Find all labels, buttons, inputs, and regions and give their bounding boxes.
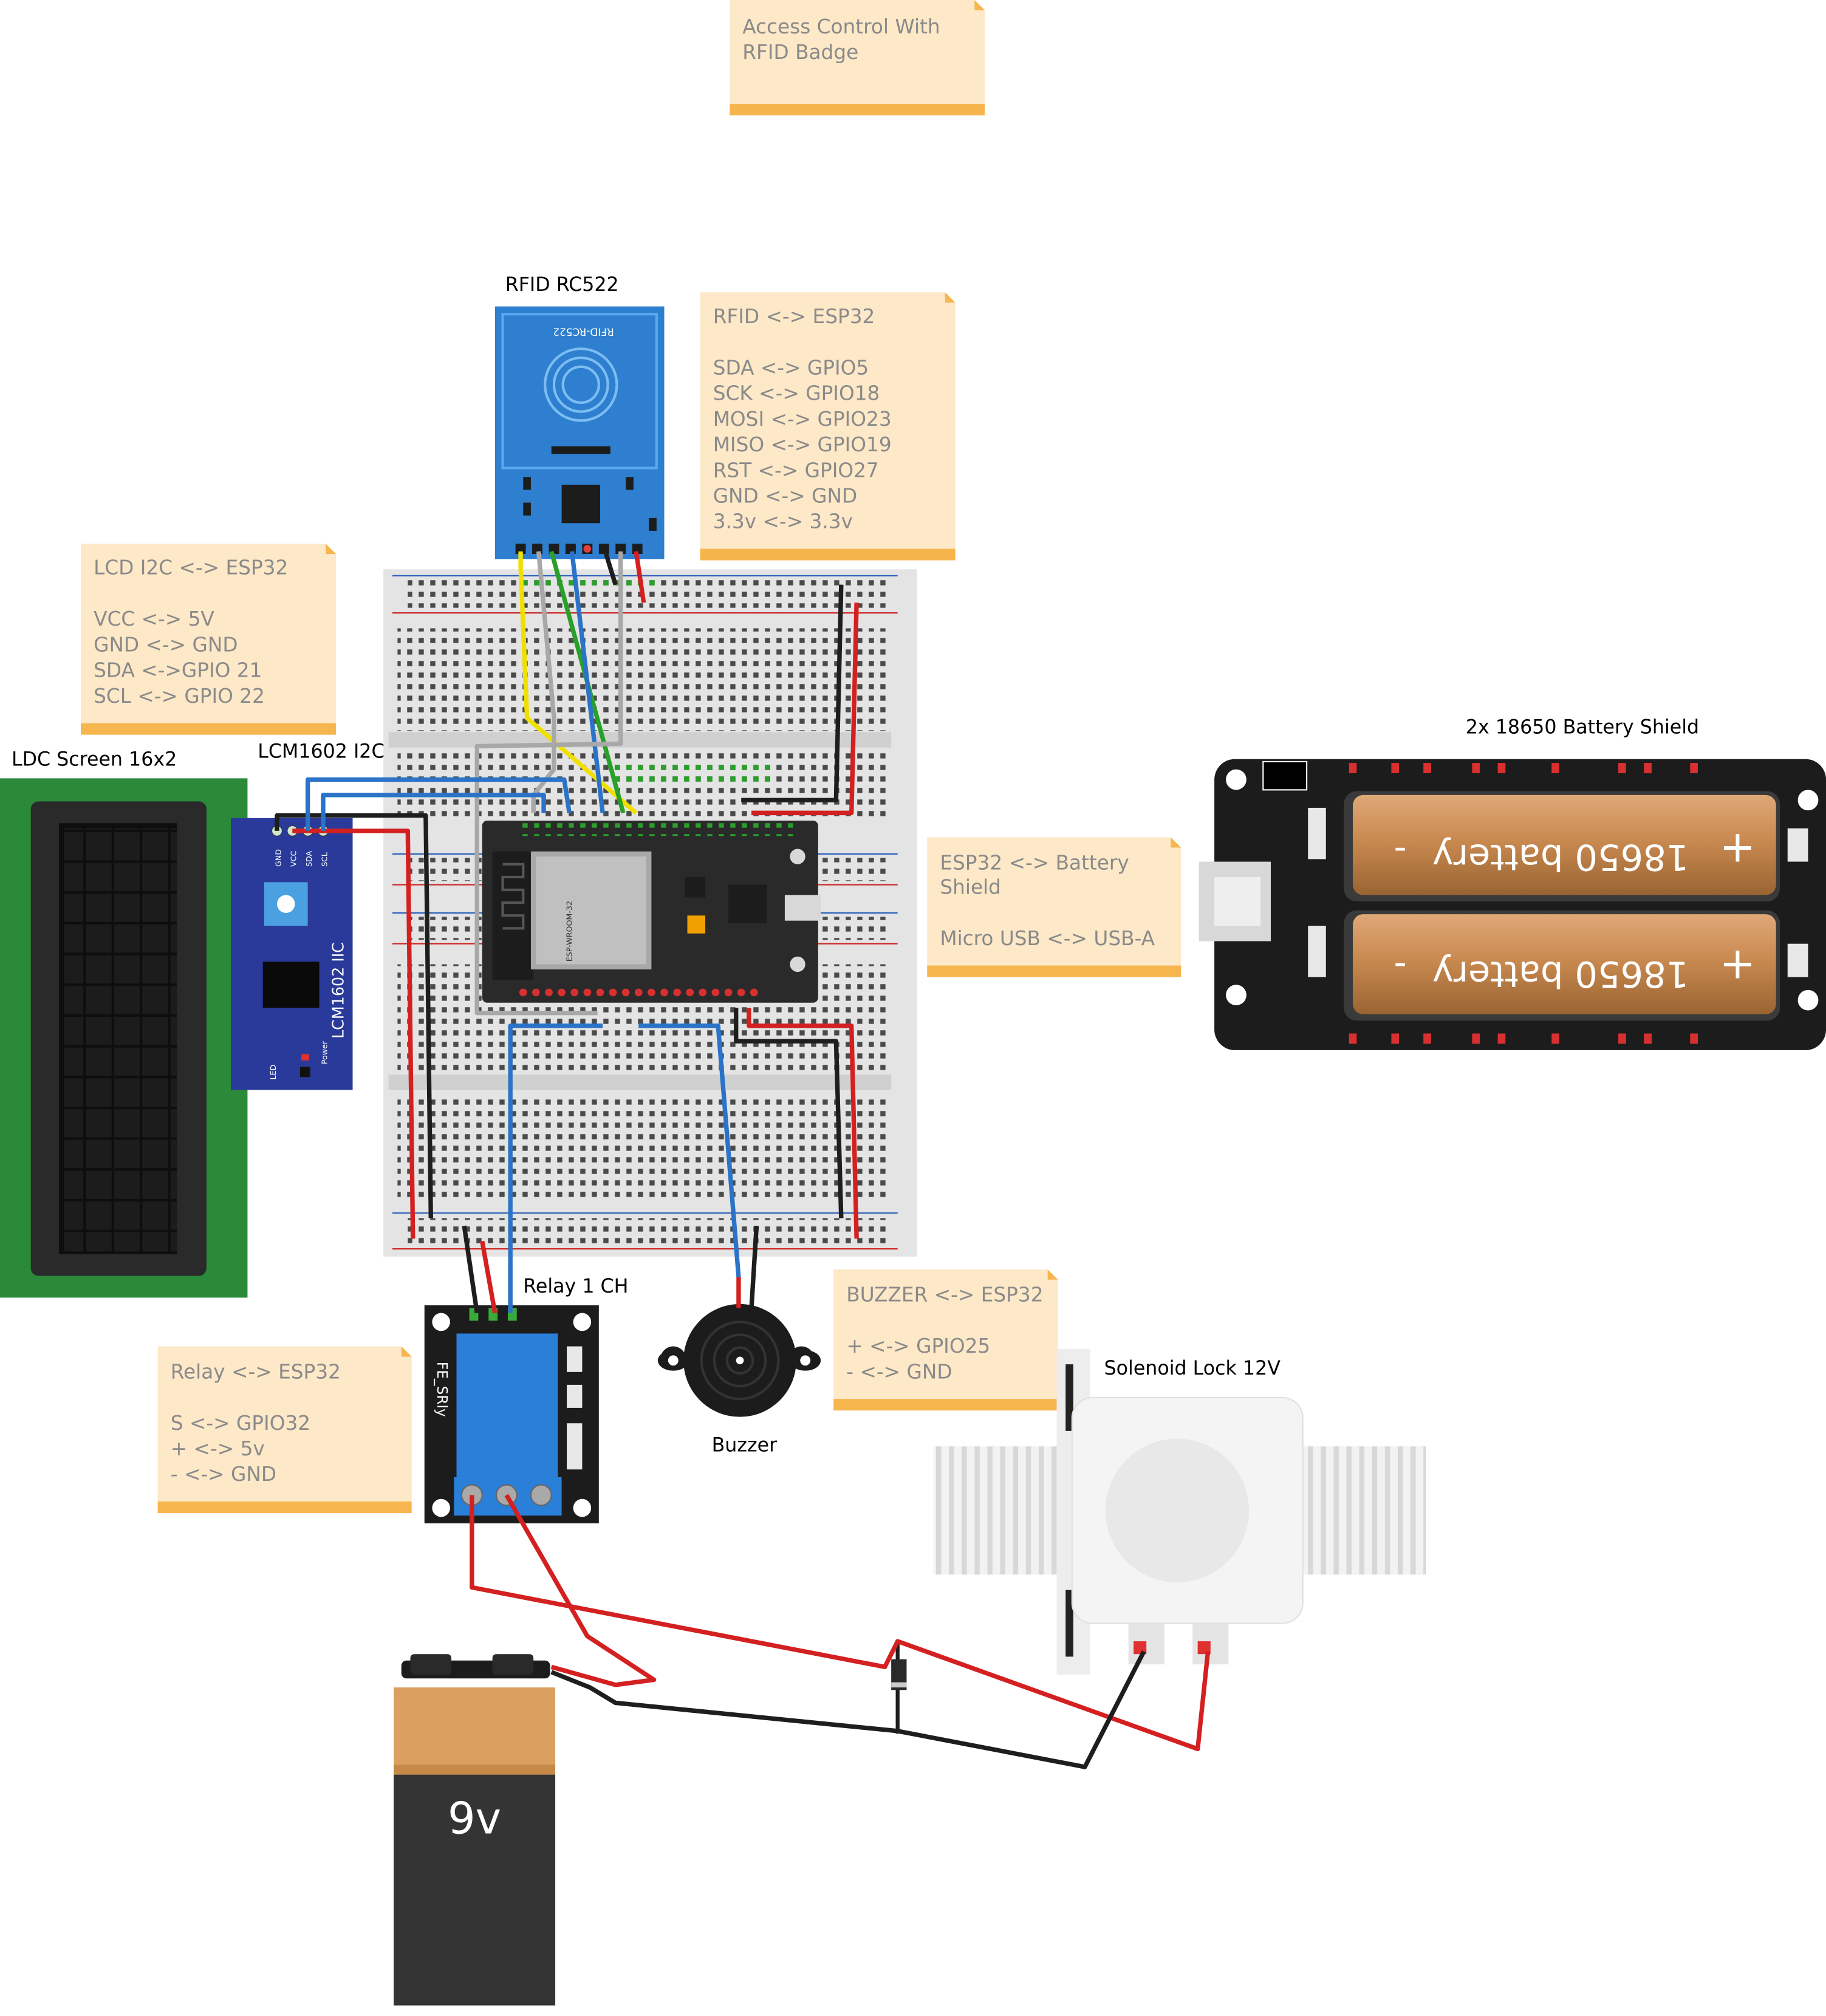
wire-relay-signal — [508, 1023, 603, 1313]
note-buzzer-line-4: - <-> GND — [846, 1360, 952, 1383]
note-battery-line-4: Micro USB <-> USB-A — [940, 927, 1155, 950]
battery-cell-2-label: 18650 battery — [1432, 953, 1689, 995]
wire-buzzer-gnd — [749, 1225, 759, 1308]
buzzer — [657, 1304, 821, 1417]
note-relay-line-3: S <-> GPIO32 — [171, 1412, 310, 1435]
note-buzzer-line-1: BUZZER <-> ESP32 — [846, 1283, 1043, 1307]
label-relay: Relay 1 CH — [523, 1276, 628, 1297]
battery-cell-1-label: 18650 battery — [1432, 836, 1689, 878]
rfid-board-label: RFID-RC522 — [553, 326, 614, 338]
battery-cell-2-minus: - — [1394, 941, 1407, 983]
wire-relay-gnd — [462, 1225, 479, 1314]
wire-rfid-3v3 — [634, 551, 646, 603]
esp32-bottom-pins — [519, 988, 758, 997]
battery-cell-2: - 18650 battery + — [1344, 910, 1780, 1021]
note-buzzer-line-3: + <-> GPIO25 — [846, 1334, 990, 1358]
wire-relay-com — [470, 1495, 1211, 1752]
battery-cell-1: - 18650 battery + — [1344, 791, 1780, 902]
wire-rfid-sck — [531, 551, 556, 813]
battery-9v: 9v — [394, 1654, 556, 2006]
note-rfid-line-6: MISO <-> GPIO19 — [713, 433, 892, 456]
solenoid-lock — [933, 1348, 1426, 1675]
label-solenoid: Solenoid Lock 12V — [1104, 1358, 1281, 1379]
note-rfid-line-8: GND <-> GND — [713, 485, 857, 508]
i2c-pin-vcc: VCC — [289, 851, 298, 867]
i2c-pin-sda: SDA — [304, 850, 313, 867]
note-rfid-line-7: RST <-> GPIO27 — [713, 459, 879, 482]
wire-relay-no — [504, 1494, 657, 1687]
esp32-top-pins — [518, 823, 795, 836]
esp32-board: ESP-WROOM-32 — [482, 821, 821, 1003]
label-lcd-i2c: LCM1602 I2C — [258, 741, 385, 763]
wire-rail-black-top — [741, 584, 844, 802]
battery-9v-label: 9v — [448, 1793, 501, 1844]
note-lcd-line-1: LCD I2C <-> ESP32 — [94, 556, 288, 579]
i2c-led-label: LED — [268, 1065, 278, 1080]
relay-board: FE_SRly — [424, 1305, 599, 1523]
note-title-line-2: RFID Badge — [742, 41, 858, 64]
wire-buzzer-signal — [638, 1023, 741, 1277]
battery-cell-1-plus: + — [1719, 821, 1756, 872]
wire-rfid-gnd — [603, 550, 618, 586]
wire-rail-red-top — [751, 603, 859, 816]
note-battery-line-2: Shield — [940, 875, 1001, 898]
note-relay-line-4: + <-> 5v — [171, 1437, 265, 1460]
wire-relay-vcc — [480, 1240, 498, 1314]
label-buzzer: Buzzer — [712, 1435, 778, 1457]
wire-lcd-vcc — [292, 829, 415, 1239]
note-rfid: RFID <-> ESP32 SDA <-> GPIO5 SCK <-> GPI… — [700, 292, 956, 561]
wire-esp-vin-bottom — [747, 1008, 859, 1239]
label-battery-shield: 2x 18650 Battery Shield — [1466, 716, 1699, 738]
wire-lcd-gnd — [275, 813, 433, 1218]
note-rfid-line-9: 3.3v <-> 3.3v — [713, 510, 853, 533]
label-rfid: RFID RC522 — [505, 274, 619, 296]
note-rfid-line-3: SDA <-> GPIO5 — [713, 356, 869, 379]
note-title-line-1: Access Control With — [742, 15, 940, 38]
note-title: Access Control With RFID Badge — [730, 0, 985, 115]
wire-rfid-sda — [518, 551, 638, 815]
wire-lcd-scl — [321, 793, 546, 831]
note-rfid-line-4: SCK <-> GPIO18 — [713, 382, 880, 405]
diode — [891, 1644, 907, 1734]
lcd-i2c-board: GND VCC SDA SCL LCM1602 IIC LED Power — [230, 818, 353, 1090]
i2c-pin-gnd: GND — [273, 849, 282, 867]
relay-board-label: FE_SRly — [434, 1362, 450, 1417]
battery-shield: - 18650 battery + - 18650 battery + — [1199, 759, 1826, 1050]
note-lcd: LCD I2C <-> ESP32 VCC <-> 5V GND <-> GND… — [80, 544, 337, 735]
note-buzzer: BUZZER <-> ESP32 + <-> GPIO25 - <-> GND — [833, 1269, 1058, 1411]
note-rfid-line-5: MOSI <-> GPIO23 — [713, 408, 892, 431]
note-relay: Relay <-> ESP32 S <-> GPIO32 + <-> 5v - … — [157, 1346, 412, 1513]
i2c-board-label: LCM1602 IIC — [329, 942, 347, 1039]
battery-cell-1-minus: - — [1394, 825, 1407, 867]
wire-battery-neg — [550, 1650, 1146, 1769]
note-rfid-line-1: RFID <-> ESP32 — [713, 305, 875, 328]
note-relay-line-1: Relay <-> ESP32 — [171, 1360, 341, 1383]
battery-cell-2-plus: + — [1719, 938, 1756, 989]
note-lcd-line-6: SCL <-> GPIO 22 — [94, 685, 265, 708]
rfid-board: RFID-RC522 — [494, 306, 665, 559]
label-lcd-screen: LDC Screen 16x2 — [12, 748, 177, 770]
i2c-power-label: Power — [320, 1040, 329, 1064]
wire-esp-gnd-bottom — [734, 1008, 844, 1218]
wires — [275, 550, 1211, 1769]
note-battery-line-1: ESP32 <-> Battery — [940, 851, 1129, 874]
wire-lcd-sda — [305, 777, 572, 831]
note-battery: ESP32 <-> Battery Shield Micro USB <-> U… — [927, 837, 1181, 977]
note-lcd-line-3: VCC <-> 5V — [94, 607, 214, 630]
note-lcd-line-4: GND <-> GND — [94, 633, 238, 656]
lcd-screen — [0, 778, 248, 1298]
rfid-antenna-icon — [544, 347, 618, 422]
wire-rfid-miso — [569, 551, 605, 813]
wire-rfid-rst — [474, 551, 623, 1016]
note-lcd-line-5: SDA <->GPIO 21 — [94, 659, 262, 682]
esp32-module-label: ESP-WROOM-32 — [565, 901, 574, 962]
note-relay-line-5: - <-> GND — [171, 1463, 276, 1486]
i2c-pin-scl: SCL — [320, 852, 329, 867]
